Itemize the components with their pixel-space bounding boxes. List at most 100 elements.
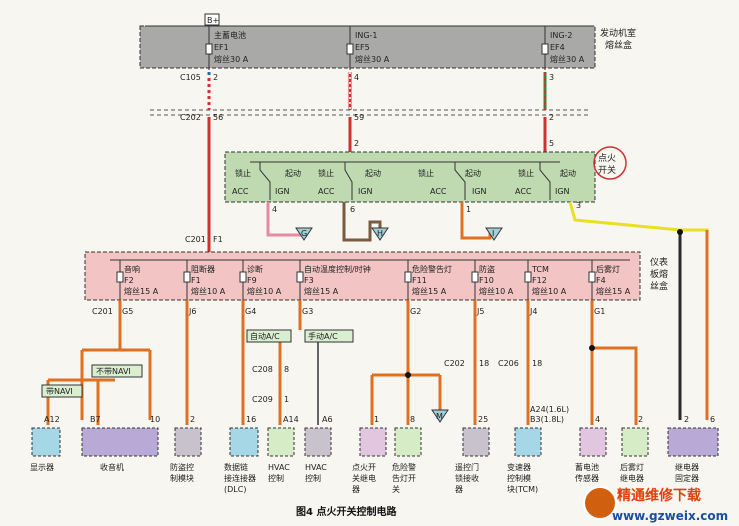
svg-text:继电器: 继电器 [675, 462, 699, 472]
svg-text:音响: 音响 [124, 264, 140, 274]
svg-text:告灯开: 告灯开 [392, 473, 416, 483]
svg-text:F1: F1 [191, 276, 201, 285]
panel-box-title-3: 丝盒 [650, 280, 668, 292]
svg-text:B3(1.8L): B3(1.8L) [530, 415, 564, 424]
auto-ac-label: 自动A/C [250, 331, 280, 341]
svg-text:B7: B7 [90, 415, 101, 424]
bplus-label: B+ [207, 16, 219, 25]
svg-text:防盗: 防盗 [479, 264, 495, 274]
svg-text:后雾灯: 后雾灯 [620, 462, 644, 472]
svg-text:精通维修下载: 精通维修下载 [617, 487, 701, 504]
svg-text:A14: A14 [283, 415, 299, 424]
svg-text:1: 1 [284, 395, 289, 404]
c105-label: C105 [180, 73, 201, 82]
svg-text:4: 4 [595, 415, 600, 424]
svg-text:诊断: 诊断 [247, 264, 263, 274]
svg-text:2: 2 [190, 415, 195, 424]
svg-text:主蓄电池: 主蓄电池 [214, 30, 246, 40]
watermark: 精通维修下载 www.gzweix.com [583, 486, 728, 523]
svg-text:2: 2 [684, 415, 689, 424]
engine-box-title-1: 发动机室 [600, 27, 636, 39]
svg-text:熔丝10 A: 熔丝10 A [191, 286, 226, 296]
svg-text:锁止: 锁止 [418, 168, 434, 178]
svg-text:ING-2: ING-2 [550, 31, 573, 40]
svg-text:C208: C208 [252, 365, 273, 374]
svg-text:2: 2 [549, 113, 554, 122]
svg-text:接连接器: 接连接器 [224, 473, 256, 483]
svg-text:IGN: IGN [472, 187, 487, 196]
ref-i: I [492, 229, 494, 238]
figure-caption: 图4 点火开关控制电路 [296, 505, 397, 518]
with-navi-label: 带NAVI [46, 387, 73, 396]
svg-text:熔丝15 A: 熔丝15 A [304, 286, 339, 296]
ign-switch-title-1: 点火 [598, 153, 616, 164]
engine-fuse-box [139, 25, 596, 69]
svg-text:8: 8 [284, 365, 289, 374]
svg-text:熔丝15 A: 熔丝15 A [412, 286, 447, 296]
svg-text:熔丝30 A: 熔丝30 A [550, 54, 585, 64]
svg-text:F3: F3 [304, 276, 314, 285]
svg-text:F10: F10 [479, 276, 494, 285]
svg-text:J5: J5 [476, 307, 484, 316]
svg-text:C206: C206 [498, 359, 519, 368]
svg-text:ACC: ACC [232, 187, 249, 196]
svg-text:数据链: 数据链 [224, 462, 248, 472]
svg-text:C201: C201 [92, 307, 113, 316]
svg-text:危险警: 危险警 [392, 462, 416, 472]
svg-text:F1: F1 [213, 235, 223, 244]
manual-ac-label: 手动A/C [308, 331, 338, 341]
panel-box-title-2: 板熔 [650, 268, 668, 280]
svg-text:固定器: 固定器 [675, 473, 699, 483]
svg-text:熔丝10 A: 熔丝10 A [532, 286, 567, 296]
svg-text:F4: F4 [596, 276, 606, 285]
svg-text:G5: G5 [122, 307, 133, 316]
svg-text:锁接收: 锁接收 [455, 473, 479, 483]
c202-label: C202 [180, 113, 201, 122]
svg-text:EF1: EF1 [214, 43, 229, 52]
panel-fuses: 音响 F2 熔丝15 A 阻断器 F1 熔丝10 A 诊断 F9 熔丝10 A … [116, 260, 631, 300]
ign-switch-title-2: 开关 [598, 164, 616, 176]
svg-text:熔丝10 A: 熔丝10 A [247, 286, 282, 296]
svg-text:25: 25 [478, 415, 488, 424]
svg-text:16: 16 [246, 415, 256, 424]
svg-text:(DLC): (DLC) [224, 485, 246, 494]
svg-text:F9: F9 [247, 276, 257, 285]
engine-fuse-ef4: ING-2 EF4 熔丝30 A [541, 26, 585, 70]
svg-text:起动: 起动 [365, 168, 381, 178]
ref-h: H [377, 229, 383, 238]
ref-g: G [301, 229, 307, 238]
svg-text:2: 2 [213, 73, 218, 82]
engine-fuse-ef1: 主蓄电池 EF1 熔丝30 A [205, 26, 249, 70]
svg-text:后雾灯: 后雾灯 [596, 264, 620, 274]
svg-text:J6: J6 [188, 307, 196, 316]
svg-text:IGN: IGN [555, 187, 570, 196]
svg-text:关继电: 关继电 [352, 473, 376, 483]
svg-text:控制模: 控制模 [507, 473, 531, 483]
svg-text:控制: 控制 [305, 473, 321, 483]
c201-label: C201 [185, 235, 206, 244]
svg-text:蓄电池: 蓄电池 [575, 462, 599, 472]
svg-text:传感器: 传感器 [575, 473, 599, 483]
svg-text:ACC: ACC [430, 187, 447, 196]
svg-text:器: 器 [352, 485, 360, 494]
svg-text:点火开: 点火开 [352, 463, 376, 472]
svg-text:59: 59 [354, 113, 364, 122]
svg-text:6: 6 [350, 205, 355, 214]
engine-fuse-ef5: ING-1 EF5 熔丝30 A [346, 26, 390, 70]
svg-text:遥控门: 遥控门 [455, 462, 479, 472]
svg-text:危险警告灯: 危险警告灯 [412, 264, 452, 274]
svg-text:2: 2 [638, 415, 643, 424]
svg-text:变速器: 变速器 [507, 462, 531, 472]
svg-text:4: 4 [272, 205, 277, 214]
svg-text:A12: A12 [44, 415, 60, 424]
ref-m: M [436, 412, 443, 421]
svg-text:起动: 起动 [560, 168, 576, 178]
panel-box-title-1: 仪表 [650, 256, 668, 268]
svg-text:A6: A6 [322, 415, 333, 424]
ign-switch-contacts: 锁止 起动 锁止 起动 锁止 起动 锁止 起动 ACC IGN ACC IGN … [232, 162, 576, 200]
svg-text:ACC: ACC [515, 187, 532, 196]
svg-text:锁止: 锁止 [318, 168, 334, 178]
svg-text:G3: G3 [302, 307, 313, 316]
